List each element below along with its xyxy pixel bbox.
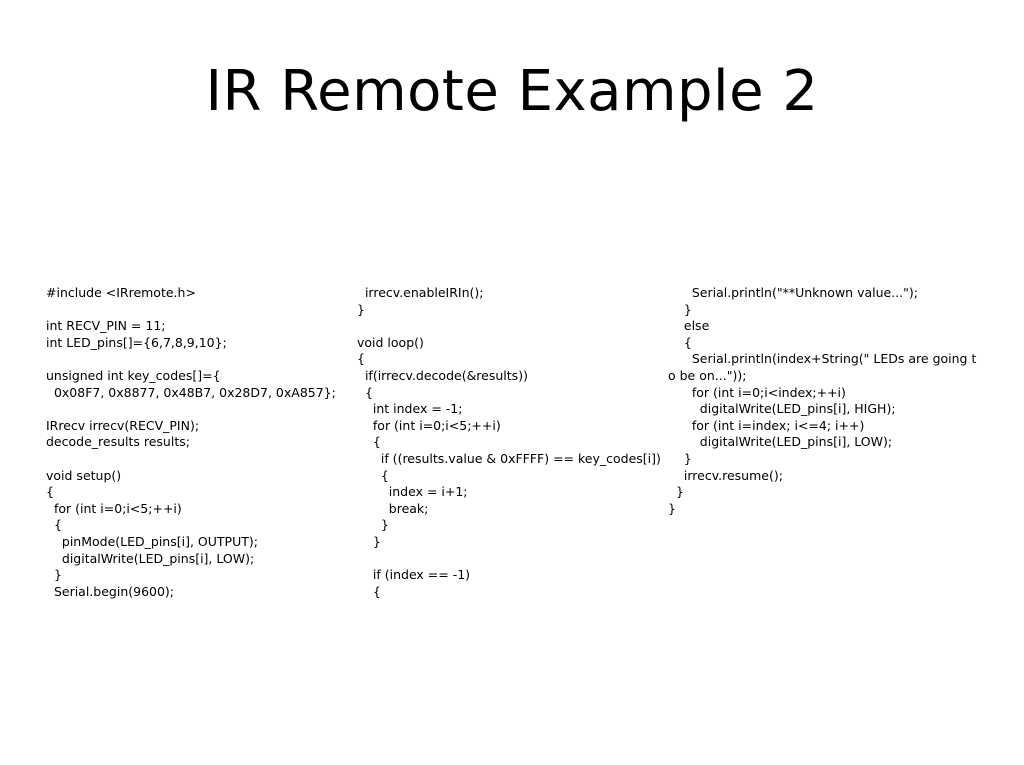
code-line: o be on...")); [668, 367, 747, 383]
code-line: int LED_pins[]={6,7,8,9,10}; [46, 334, 227, 350]
code-line: decode_results results; [46, 434, 190, 450]
code-line [46, 302, 346, 319]
code-line: } [668, 301, 692, 317]
code-column-2: irrecv.enableIRIn();}void loop(){ if(irr… [357, 285, 663, 600]
code-line: if(irrecv.decode(&results)) [357, 367, 528, 383]
slide-title: IR Remote Example 2 [205, 59, 819, 124]
code-line: } [46, 567, 62, 583]
code-line: 0x08F7, 0x8877, 0x48B7, 0x28D7, 0xA857}; [46, 384, 336, 400]
code-column-3: Serial.println("**Unknown value..."); } … [668, 285, 998, 517]
code-line: { [46, 484, 54, 500]
code-line: Serial.println("**Unknown value..."); [668, 285, 918, 300]
code-line: } [357, 301, 365, 317]
code-line: irrecv.resume(); [668, 467, 783, 483]
code-line: { [668, 334, 692, 350]
code-line: for (int i=0;i<index;++i) [668, 384, 846, 400]
code-line: digitalWrite(LED_pins[i], HIGH); [668, 401, 896, 417]
code-line: int RECV_PIN = 11; [46, 318, 166, 334]
code-line: for (int i=index; i<=4; i++) [668, 417, 865, 433]
code-line: Serial.println(index+String(" LEDs are g… [668, 351, 977, 367]
code-line: Serial.begin(9600); [46, 583, 175, 599]
code-line: pinMode(LED_pins[i], OUTPUT); [46, 533, 258, 549]
code-line: index = i+1; [357, 484, 468, 500]
code-line: } [668, 484, 684, 500]
code-line: { [357, 351, 365, 367]
code-line [357, 318, 663, 335]
code-line: else [668, 318, 710, 334]
code-line: { [357, 583, 381, 599]
code-line: { [357, 434, 381, 450]
code-line: for (int i=0;i<5;++i) [46, 500, 182, 516]
code-column-1: #include <IRremote.h> int RECV_PIN = 11;i… [46, 285, 346, 600]
code-line: digitalWrite(LED_pins[i], LOW); [46, 550, 255, 566]
code-line: { [357, 384, 373, 400]
code-line: irrecv.enableIRIn(); [357, 285, 484, 300]
code-line: } [357, 533, 381, 549]
code-line: if ((results.value & 0xFFFF) == key_code… [357, 450, 661, 466]
code-line: #include <IRremote.h> [46, 285, 196, 300]
code-line [46, 351, 346, 368]
code-line: void loop() [357, 334, 424, 350]
code-line: } [357, 517, 389, 533]
code-line: digitalWrite(LED_pins[i], LOW); [668, 434, 893, 450]
code-line: void setup() [46, 467, 122, 483]
code-line: { [357, 467, 389, 483]
code-line: if (index == -1) [357, 567, 471, 583]
code-line: } [668, 500, 676, 516]
code-line: { [46, 517, 62, 533]
code-line: } [668, 450, 692, 466]
code-line: for (int i=0;i<5;++i) [357, 417, 501, 433]
code-line [357, 551, 663, 568]
code-line [46, 401, 346, 418]
code-line: IRrecv irrecv(RECV_PIN); [46, 417, 200, 433]
code-line [46, 451, 346, 468]
code-line: break; [357, 500, 429, 516]
code-line: unsigned int key_codes[]={ [46, 367, 221, 383]
code-line: int index = -1; [357, 401, 463, 417]
